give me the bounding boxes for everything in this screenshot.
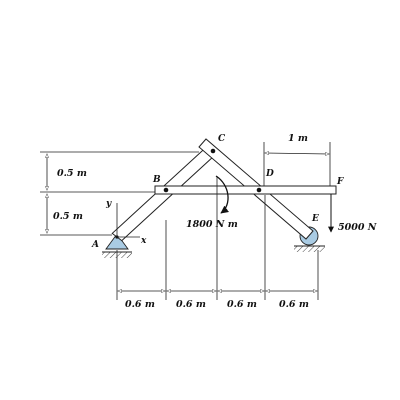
dim-text-vertical-lower: 0.5 m — [53, 211, 83, 222]
moment-arrow — [215, 175, 229, 214]
moment-label: 1800 N m — [186, 219, 238, 230]
pin-c — [210, 148, 216, 154]
pin-b — [163, 187, 169, 193]
label-b: B — [152, 175, 161, 185]
dim-text-top-right: 1 m — [288, 133, 308, 144]
dim-text-bottom-3: 0.6 m — [227, 299, 257, 310]
dim-text-bottom-4: 0.6 m — [279, 299, 309, 310]
label-c: C — [218, 134, 226, 144]
dim-top-right — [264, 151, 330, 156]
dim-text-vertical-upper: 0.5 m — [57, 168, 87, 179]
pin-support-a — [105, 233, 129, 250]
dim-text-bottom-1: 0.6 m — [125, 299, 155, 310]
label-a: A — [91, 240, 99, 250]
pin-d — [256, 187, 262, 193]
label-x-axis: x — [140, 236, 147, 246]
label-y-axis: y — [105, 199, 112, 209]
label-e: E — [311, 214, 319, 224]
force-label: 5000 N — [338, 222, 377, 233]
label-f: F — [336, 177, 344, 187]
member-bf — [154, 185, 337, 195]
label-d: D — [265, 169, 274, 179]
dim-text-bottom-2: 0.6 m — [176, 299, 206, 310]
ground-hatch-e — [294, 246, 325, 252]
